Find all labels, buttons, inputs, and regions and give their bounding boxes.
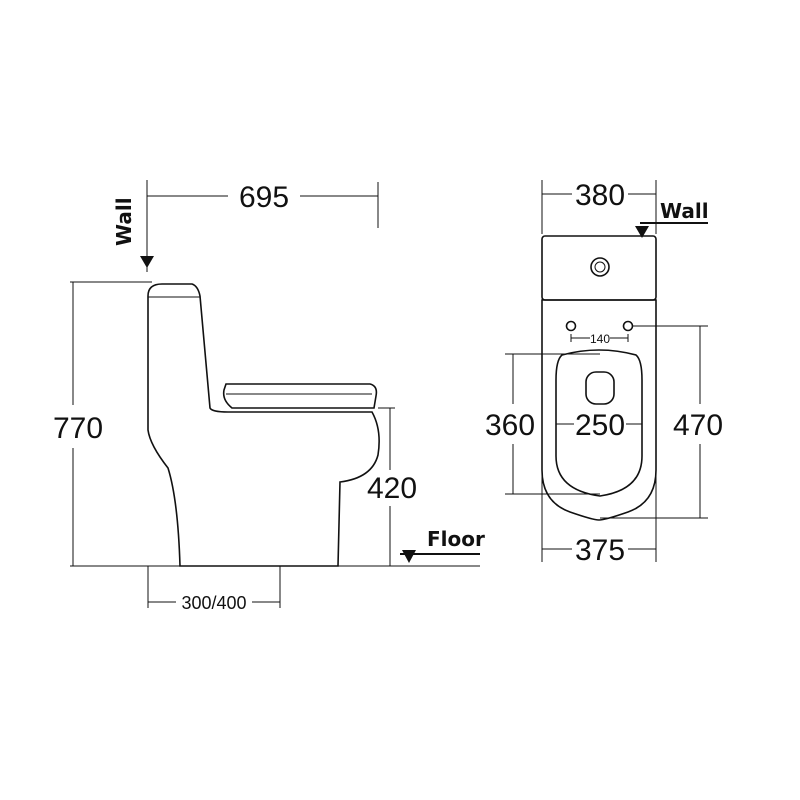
seat-length-dimension: 470 [673,409,723,442]
height-dimension: 770 [53,412,103,445]
side-wall-label: Wall [112,197,136,246]
bolt-hole-right [622,320,634,332]
floor-label: Floor [427,527,485,551]
tank-width-dimension: 380 [575,179,625,212]
seat-opening-dimension: 250 [575,409,625,442]
flush-button [590,257,610,277]
toilet-side-outline [147,283,380,567]
seat-outline [555,349,643,497]
bowl-length-dimension: 360 [485,409,535,442]
rough-in-dimension: 300/400 [181,593,246,613]
top-wall-arrow-icon [635,226,649,238]
bowl-width-dimension: 375 [575,534,625,567]
top-wall-label: Wall [660,199,709,223]
flush-button-inner [594,261,606,273]
seat-lid [222,383,378,409]
top-view: 380 Wall 140 250 360 [485,179,723,567]
bolt-spacing-dimension: 140 [590,332,610,346]
seat-opening-outline [585,371,615,405]
wall-arrow-icon [140,256,154,268]
bolt-hole-left [565,320,577,332]
depth-dimension: 695 [239,181,289,214]
tank-outline [541,235,657,301]
side-view: Wall 695 770 420 Floor 300/400 [53,180,485,613]
floor-arrow-icon [402,550,416,563]
seat-height-dimension: 420 [367,472,417,505]
bowl-outline [541,299,657,521]
